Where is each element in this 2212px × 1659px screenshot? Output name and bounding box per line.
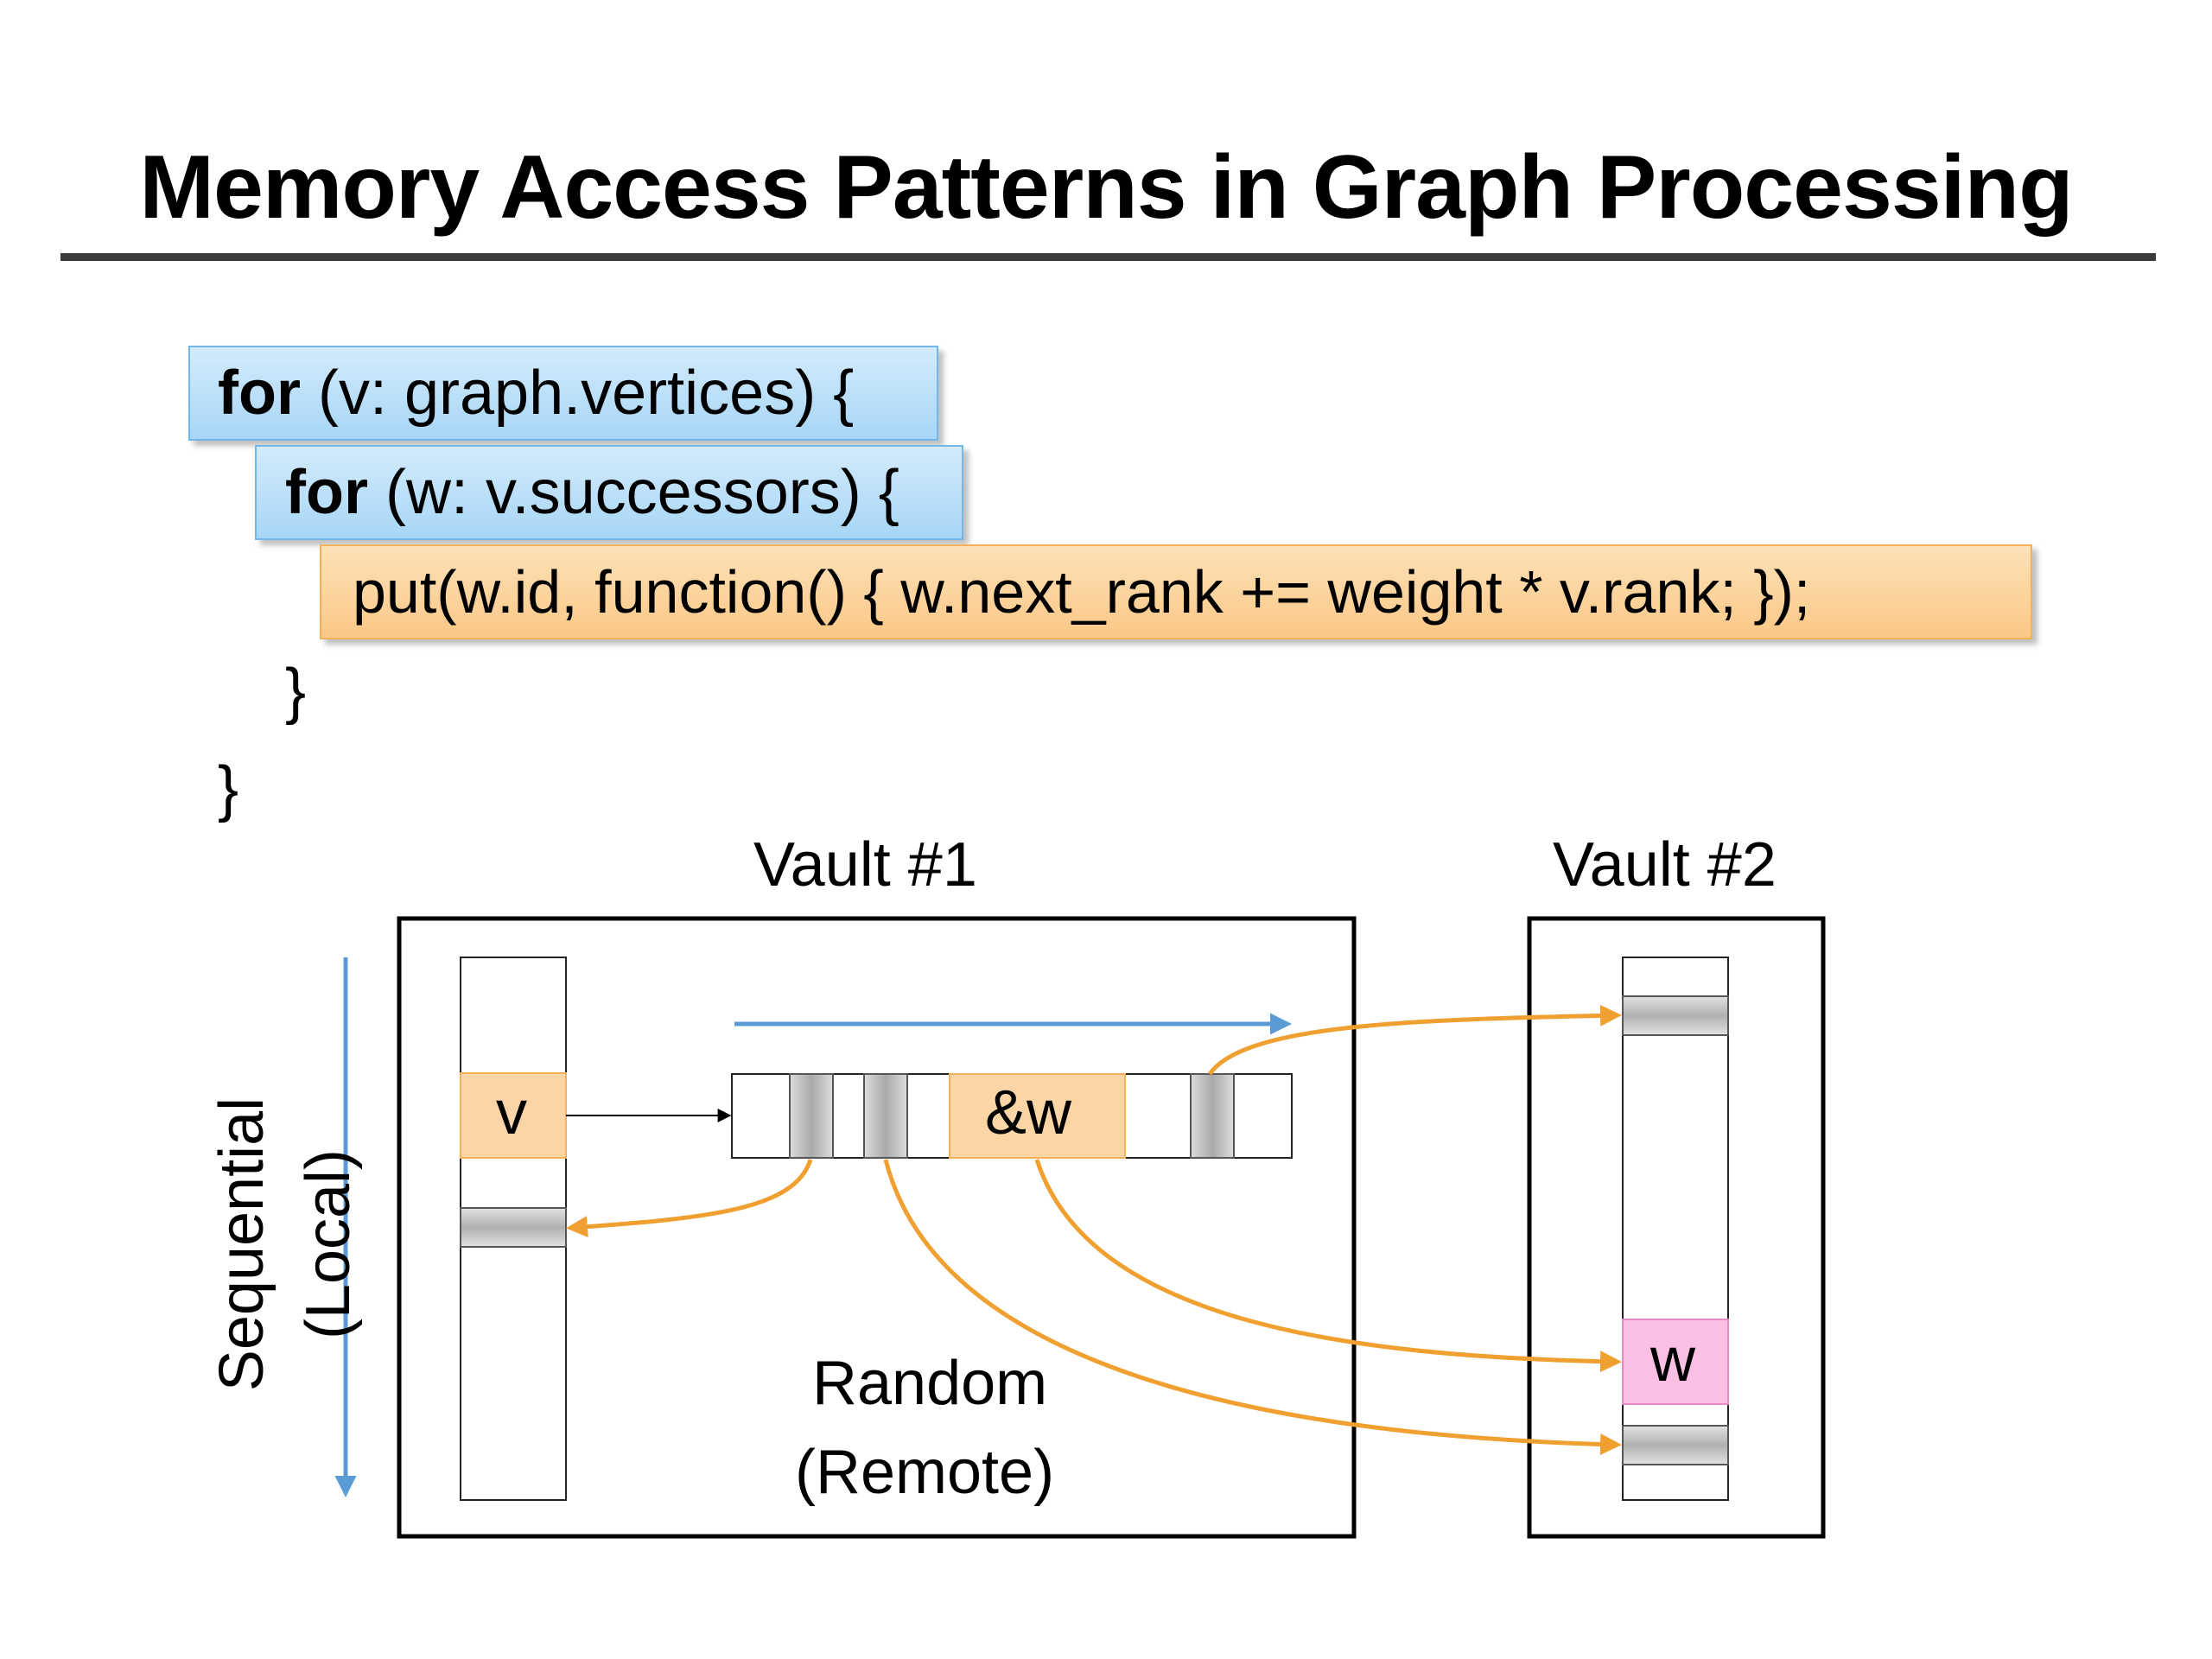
vertex-gray-cell <box>460 1207 567 1248</box>
random-label-line1: Random <box>812 1349 1048 1418</box>
vault-2-w-cell <box>1622 1319 1729 1405</box>
vertex-v-cell <box>460 1072 567 1159</box>
local-access-arrow <box>566 1159 813 1238</box>
sequential-label-line2: (Local) <box>294 1148 363 1340</box>
for-keyword: for <box>285 458 368 527</box>
inner-loop-text: (w: v.successors) { <box>367 458 899 527</box>
remote-access-arrow-w <box>1034 1159 1622 1373</box>
title-divider <box>60 253 2156 261</box>
code-line-inner-loop: for (w: v.successors) { <box>285 445 899 540</box>
v-cell-label: v <box>496 1078 527 1147</box>
code-line-outer-loop: for (v: graph.vertices) { <box>218 346 854 441</box>
remote-access-arrow <box>1207 1004 1622 1076</box>
vault-2-array <box>1622 957 1729 1501</box>
vault-1-label: Vault #1 <box>753 830 977 899</box>
vault-1-box <box>397 916 1357 1539</box>
outer-loop-text: (v: graph.vertices) { <box>300 359 855 428</box>
for-keyword: for <box>218 359 301 428</box>
remote-access-arrow <box>883 1159 1622 1455</box>
edge-gray-cell <box>1190 1073 1235 1159</box>
inner-loop-highlight <box>255 445 963 540</box>
vault-2-label: Vault #2 <box>1553 830 1777 899</box>
slide-title: Memory Access Patterns in Graph Processi… <box>139 137 2073 238</box>
edge-w-ref-cell <box>949 1073 1126 1159</box>
code-line-inner-close: } <box>285 657 307 726</box>
put-call-highlight <box>320 544 2032 639</box>
vault-2-box <box>1527 916 1826 1539</box>
edge-gray-cell <box>789 1073 834 1159</box>
w-cell-label: w <box>1650 1325 1695 1395</box>
edge-gray-cell <box>863 1073 908 1159</box>
code-line-put-call: put(w.id, function() { w.next_rank += we… <box>353 558 1811 626</box>
vault-2-gray-cell <box>1622 1425 1729 1465</box>
outer-loop-highlight <box>188 346 938 441</box>
w-ref-cell-label: &w <box>985 1078 1072 1147</box>
sequential-label-line1: Sequential <box>207 1096 276 1392</box>
vault-2-gray-cell <box>1622 995 1729 1036</box>
random-label-line2: (Remote) <box>795 1438 1055 1507</box>
code-line-outer-close: } <box>218 754 239 823</box>
